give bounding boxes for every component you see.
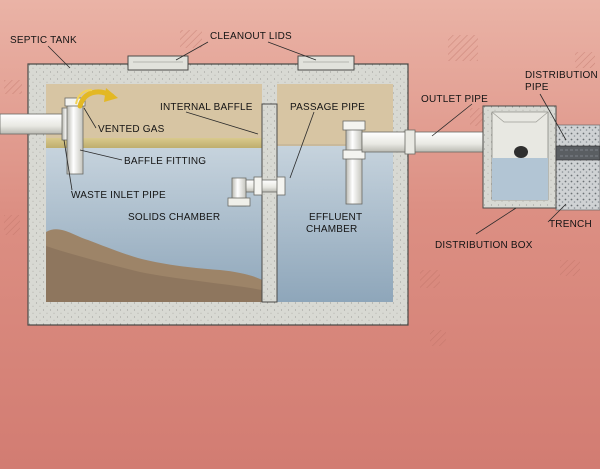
distribution-pipe [555,145,600,161]
scum-layer [46,138,262,150]
distribution-box-water [492,158,548,200]
effluent-chamber-water [277,146,393,302]
label-distribution-pipe-line1: DISTRIBUTION [525,70,598,81]
label-vented-gas: VENTED GAS [98,124,165,135]
trench-gravel [556,125,600,210]
label-waste-inlet-pipe: WASTE INLET PIPE [71,190,166,201]
label-distribution-pipe-line2: PIPE [525,82,549,93]
label-internal-baffle: INTERNAL BAFFLE [160,102,253,113]
outlet-tee [345,127,363,205]
internal-baffle [261,103,278,303]
baffle-fitting [66,99,84,175]
label-cleanout-lids: CLEANOUT LIDS [210,31,292,42]
label-passage-pipe: PASSAGE PIPE [290,102,366,113]
cleanout-lid-right [297,55,355,71]
label-distribution-box: DISTRIBUTION BOX [435,240,533,251]
label-trench: TRENCH [549,219,592,230]
leader-lines [47,41,567,235]
label-outlet-pipe: OUTLET PIPE [421,94,489,105]
label-baffle-fitting: BAFFLE FITTING [124,156,207,167]
label-effluent-chamber-line1: EFFLUENT [309,212,363,223]
cleanout-lid-left [127,55,189,71]
waste-inlet-pipe [0,113,67,135]
label-solids-chamber: SOLIDS CHAMBER [128,212,221,223]
distribution-outlet-hole [514,146,528,158]
label-effluent-chamber-line2: CHAMBER [306,224,358,235]
label-septic-tank: SEPTIC TANK [10,35,77,46]
